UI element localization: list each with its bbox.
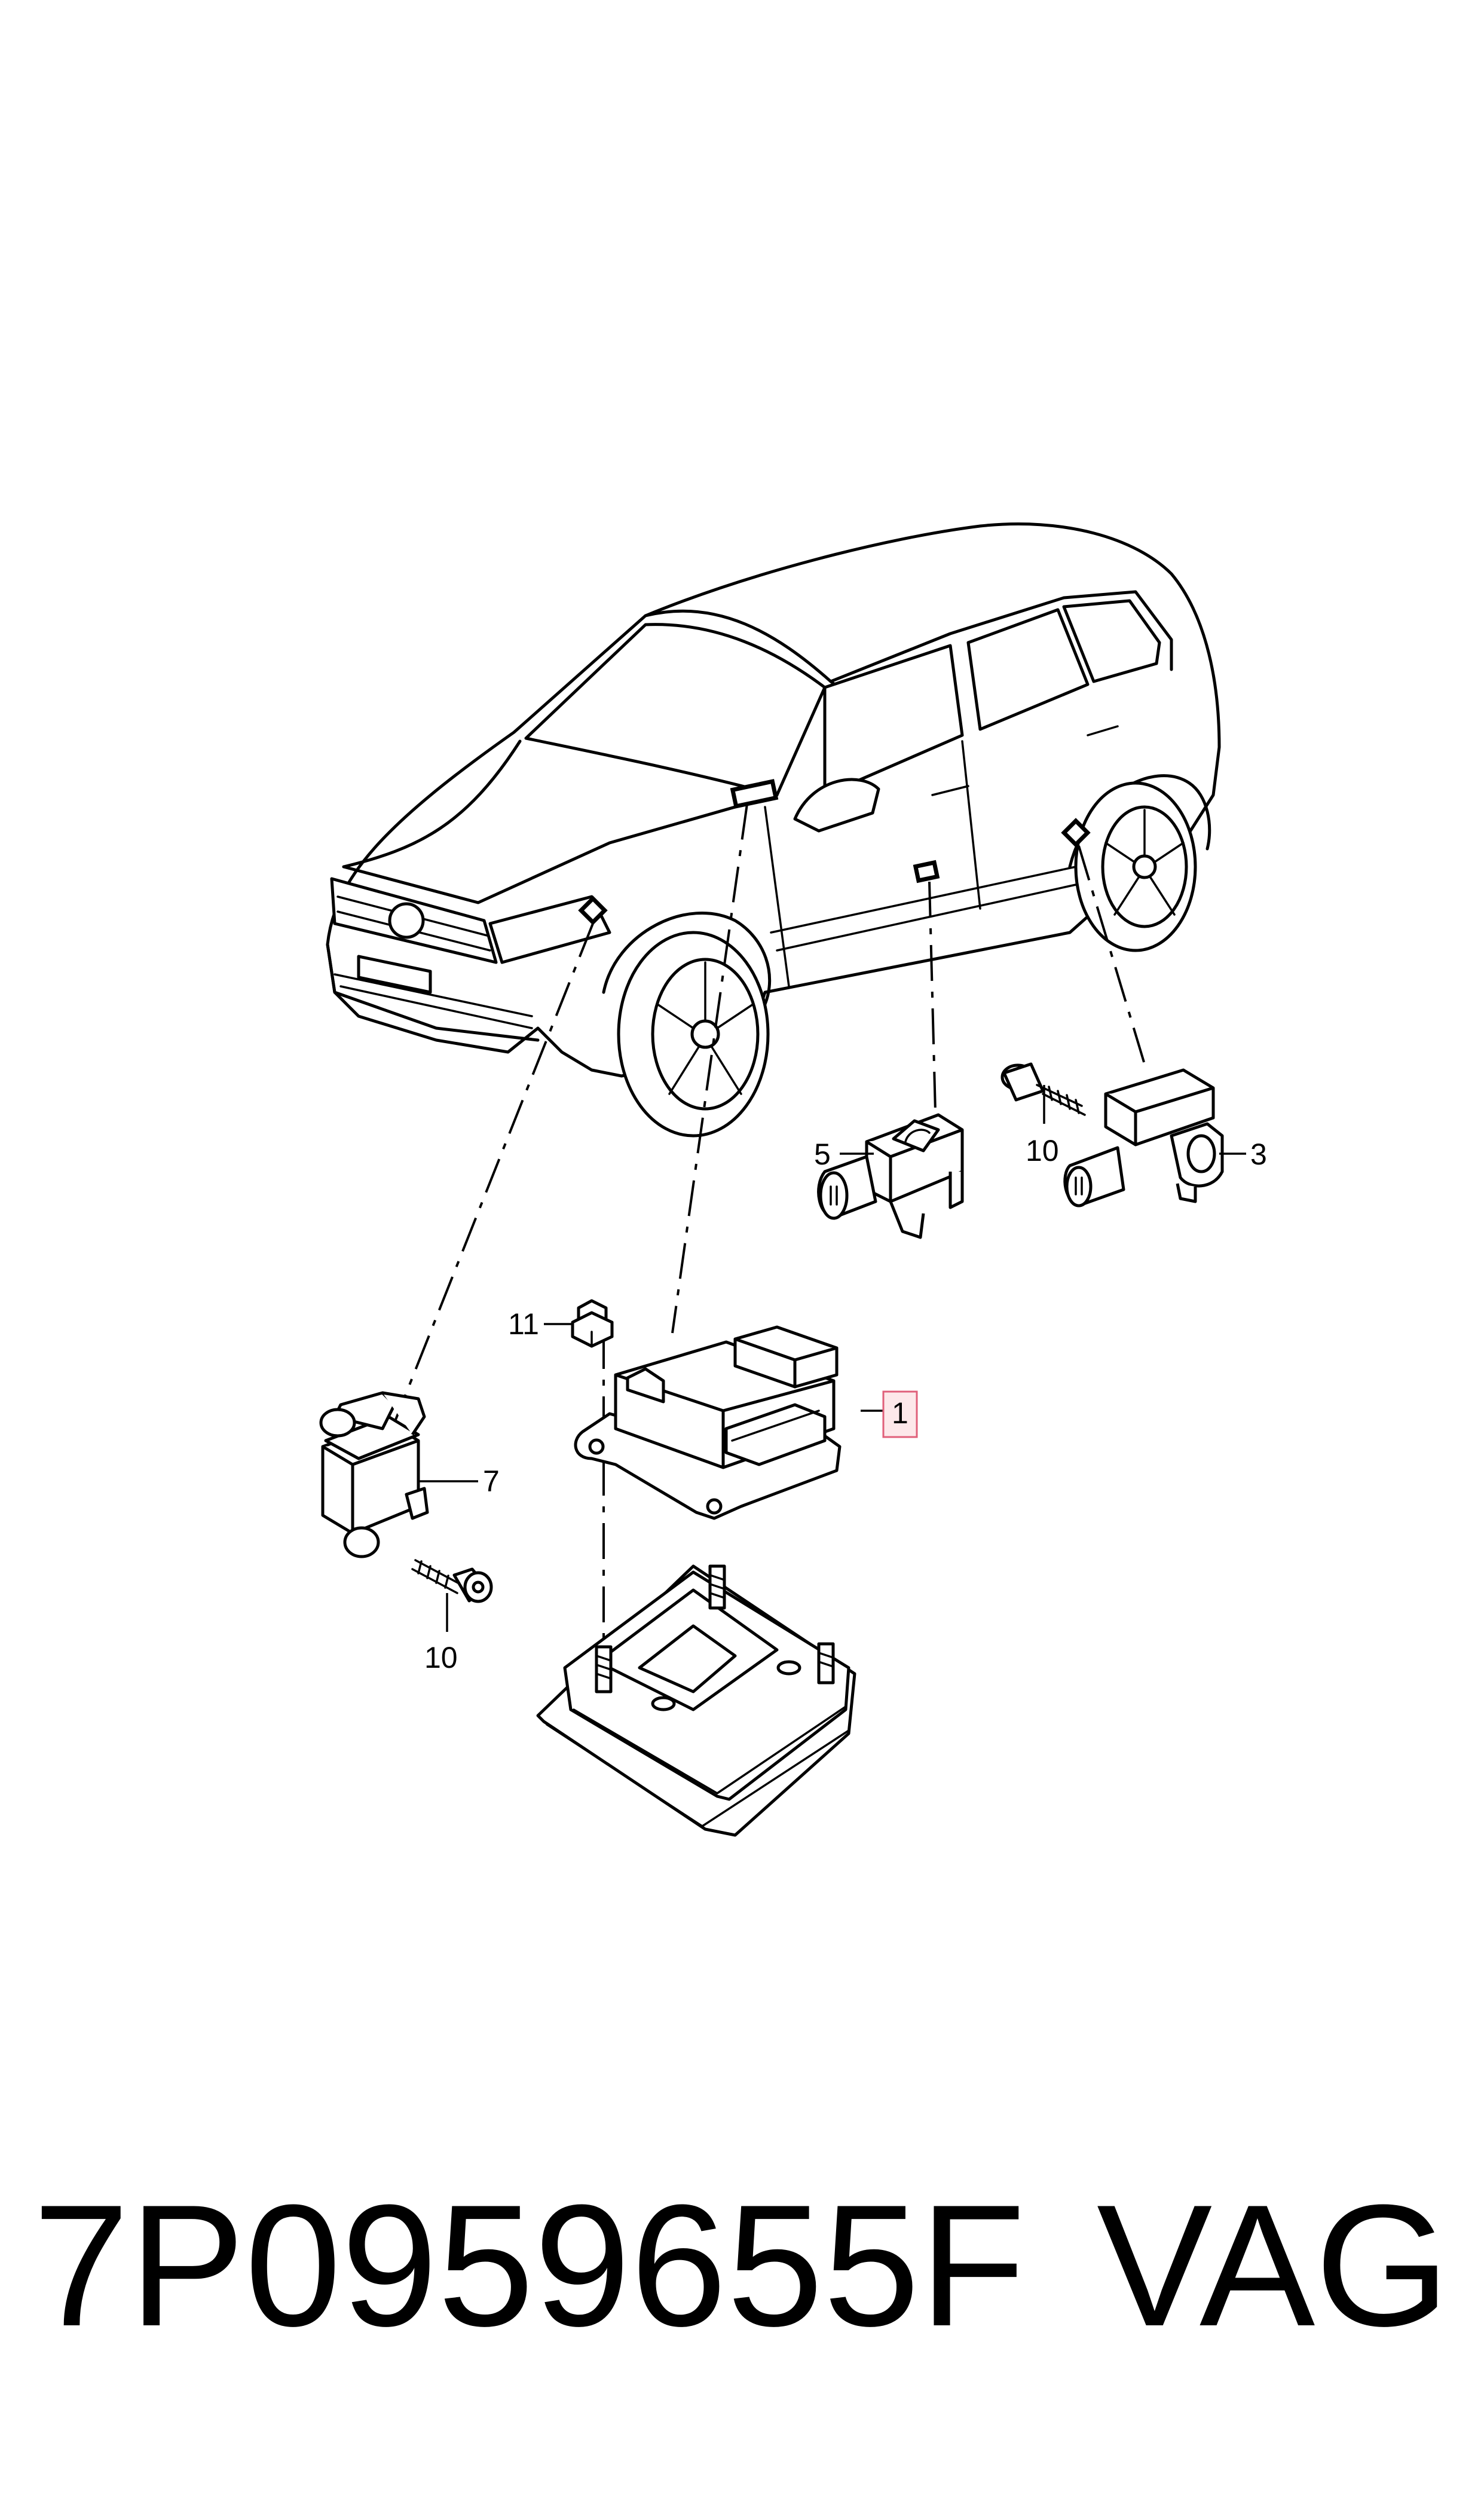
rear-wheel [1068,774,1211,952]
callout-1: 1 [892,1396,908,1430]
crash-sensor-front [319,1391,429,1558]
callout-5: 5 [814,1138,831,1171]
brand-name: VAG [1097,2169,1450,2362]
callout-3: 3 [1250,1138,1267,1171]
crash-sensor-door [817,1113,964,1239]
footer-caption: 7P0959655F VAG [33,2176,1467,2355]
callout-numbers: 1 3 5 7 10 10 11 [424,1134,1267,1674]
callout-7: 7 [483,1465,500,1498]
airbag-control-unit [574,1325,842,1520]
front-wheel [602,911,772,1138]
marker-front-sensor [578,895,608,925]
nut [571,1299,614,1348]
bolt-upper [1000,1062,1086,1116]
part-number: 7P0959655F [33,2169,1026,2362]
callout-10-lower: 10 [424,1641,458,1674]
bolt-lower [411,1559,493,1603]
callout-11: 11 [508,1307,539,1341]
marker-side-sensor [1061,818,1091,848]
mounting-bracket [536,1564,856,1837]
marker-control-unit [730,779,779,809]
location-markers [578,779,1091,925]
callout-10-upper: 10 [1026,1134,1059,1167]
crash-sensor-side [1063,1068,1224,1207]
location-lines [393,803,1148,1650]
marker-door-sensor [913,860,940,883]
highlight-box [882,1390,918,1438]
